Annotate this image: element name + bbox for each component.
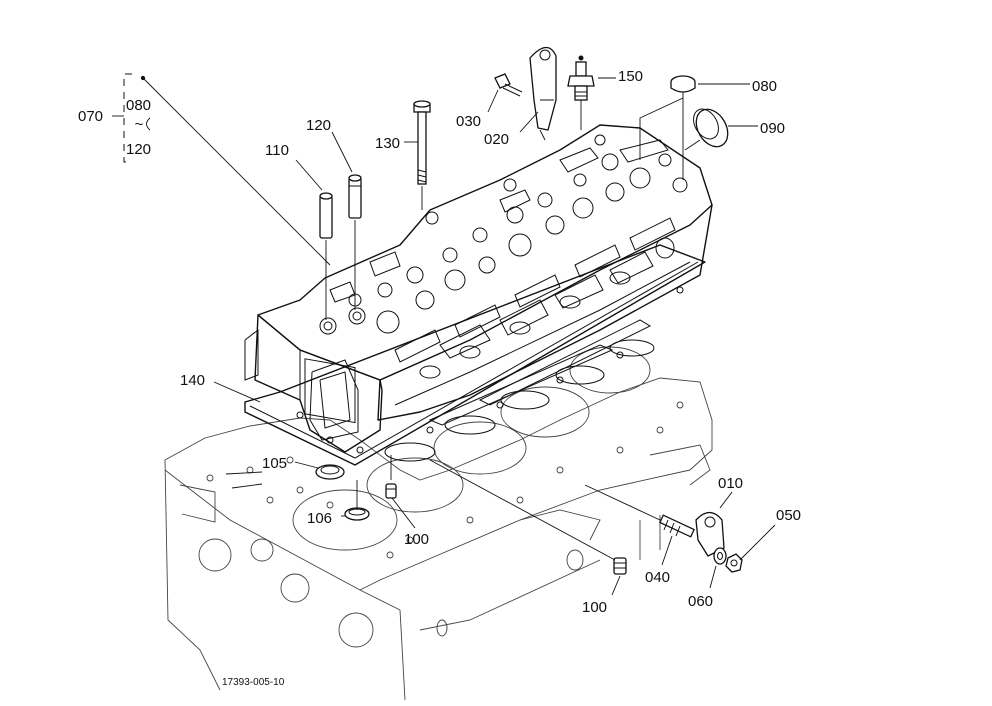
label-040: 040 bbox=[645, 569, 670, 586]
head-gasket bbox=[244, 244, 706, 466]
label-020: 020 bbox=[484, 131, 509, 148]
label-120: 120 bbox=[306, 117, 331, 134]
label-100-upper: 100 bbox=[404, 531, 429, 548]
cylinder-block bbox=[164, 346, 713, 701]
part-080-plug bbox=[670, 75, 696, 93]
label-100-lower: 100 bbox=[582, 599, 607, 616]
part-130-bolt bbox=[413, 100, 431, 185]
label-140: 140 bbox=[180, 372, 205, 389]
label-050: 050 bbox=[776, 507, 801, 524]
label-010: 010 bbox=[718, 475, 743, 492]
cylinder-head bbox=[244, 124, 713, 453]
label-090: 090 bbox=[760, 120, 785, 137]
part-050-nut bbox=[725, 553, 743, 573]
part-100-dowel-side bbox=[613, 557, 627, 575]
part-040-stud bbox=[659, 514, 695, 538]
label-150: 150 bbox=[618, 68, 643, 85]
leader-lines bbox=[112, 73, 776, 596]
part-090-plug bbox=[693, 108, 729, 148]
part-100-dowel bbox=[385, 483, 397, 499]
label-070: 070 bbox=[78, 108, 103, 125]
label-105: 105 bbox=[262, 455, 287, 472]
label-080-range-start: 080 bbox=[126, 97, 151, 114]
part-labels: 070 080 ~ 120 110 120 130 030 020 150 08… bbox=[78, 68, 801, 688]
part-010-plate bbox=[695, 511, 725, 557]
label-range-tilde: ~ bbox=[135, 116, 144, 133]
label-110: 110 bbox=[265, 142, 289, 159]
part-060-washer bbox=[713, 547, 727, 565]
part-110-pin bbox=[319, 192, 333, 239]
drawing-number: 17393-005-10 bbox=[222, 677, 285, 688]
label-130: 130 bbox=[375, 135, 400, 152]
part-020-hanger bbox=[529, 46, 557, 131]
part-120-pin bbox=[348, 174, 362, 219]
label-080: 080 bbox=[752, 78, 777, 95]
part-150-sensor bbox=[567, 55, 595, 101]
label-106: 106 bbox=[307, 510, 332, 527]
label-060: 060 bbox=[688, 593, 713, 610]
part-105-ring bbox=[315, 464, 345, 480]
label-030: 030 bbox=[456, 113, 481, 130]
part-030-bolt bbox=[494, 73, 523, 97]
label-120-range-end: 120 bbox=[126, 141, 151, 158]
